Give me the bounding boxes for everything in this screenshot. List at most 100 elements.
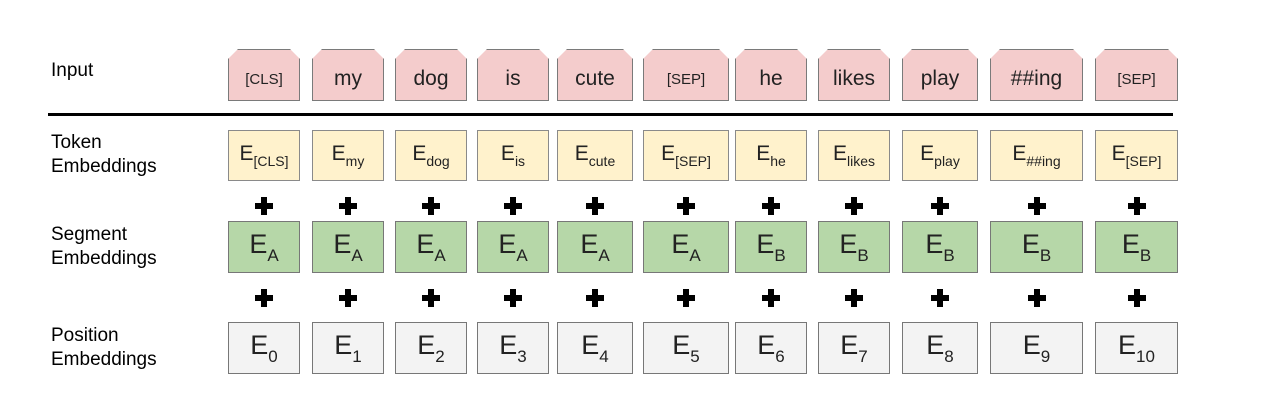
segment-embedding-label: EA <box>671 229 700 266</box>
embedding-symbol: E <box>926 329 945 360</box>
position-embedding-label: E8 <box>926 330 953 367</box>
embedding-symbol: E <box>334 329 353 360</box>
token-embedding-label: Eis <box>501 142 525 169</box>
input-token-text: ##ing <box>1010 67 1063 90</box>
input-token-text: is <box>505 67 521 90</box>
plus-icon-segment-position <box>845 289 863 307</box>
segment-embedding-label: EB <box>925 229 954 266</box>
plus-icon-token-segment <box>1128 197 1146 215</box>
position-embedding-box: E10 <box>1095 322 1178 374</box>
embedding-symbol: E <box>331 142 346 165</box>
embedding-symbol: E <box>500 142 515 165</box>
embedding-symbol: E <box>661 142 676 165</box>
input-token-text: cute <box>575 67 615 90</box>
embedding-symbol: E <box>417 329 436 360</box>
token-embedding-label: Eplay <box>920 142 960 169</box>
segment-embedding-label: EA <box>416 229 445 266</box>
position-embedding-label: E9 <box>1023 330 1050 367</box>
plus-icon-token-segment <box>1028 197 1046 215</box>
segment-embedding-box: EB <box>1095 221 1178 273</box>
input-token-box: cute <box>557 49 633 101</box>
input-token-text: [CLS] <box>245 70 283 88</box>
position-embedding-box: E8 <box>902 322 978 374</box>
input-token-text: likes <box>832 67 875 90</box>
position-embedding-box: E2 <box>395 322 467 374</box>
input-divider-line <box>48 113 1173 116</box>
row-label-token-embeddings: Token Embeddings <box>51 132 157 177</box>
input-token-box: [SEP] <box>643 49 729 101</box>
segment-embedding-label-subscript: A <box>598 245 610 265</box>
token-embedding-label-subscript: [SEP] <box>675 153 711 169</box>
token-embedding-label: Edog <box>412 142 449 169</box>
position-embedding-label-subscript: 7 <box>858 346 868 366</box>
embedding-symbol: E <box>1121 228 1140 259</box>
position-embedding-box: E6 <box>735 322 807 374</box>
embedding-symbol: E <box>1111 142 1126 165</box>
token-embedding-label: E[SEP] <box>661 142 711 169</box>
embedding-symbol: E <box>499 329 518 360</box>
segment-embedding-label-subscript: B <box>1039 245 1052 265</box>
plus-icon-token-segment <box>339 197 357 215</box>
segment-embedding-label: EA <box>333 229 362 266</box>
token-embedding-label-subscript: [CLS] <box>253 153 289 169</box>
position-embedding-label-subscript: 1 <box>352 346 362 366</box>
embedding-symbol: E <box>498 228 517 259</box>
embedding-symbol: E <box>757 329 776 360</box>
token-embedding-box: Eis <box>477 130 549 181</box>
token-embedding-box: Ecute <box>557 130 633 181</box>
segment-embedding-box: EA <box>395 221 467 273</box>
plus-icon-segment-position <box>339 289 357 307</box>
embedding-symbol: E <box>1012 142 1027 165</box>
segment-embedding-label: EB <box>839 229 868 266</box>
segment-embedding-box: EB <box>735 221 807 273</box>
input-token-text: my <box>334 67 362 90</box>
token-embedding-label: E##ing <box>1012 142 1060 169</box>
segment-embedding-label-subscript: A <box>267 245 279 265</box>
segment-embedding-label-subscript: B <box>857 245 869 265</box>
plus-icon-segment-position <box>1028 289 1046 307</box>
input-token-box: is <box>477 49 549 101</box>
position-embedding-label: E2 <box>417 330 444 367</box>
embedding-symbol: E <box>756 142 771 165</box>
position-embedding-label: E1 <box>334 330 361 367</box>
embedding-symbol: E <box>672 329 691 360</box>
input-token-box: play <box>902 49 978 101</box>
input-token-text: [SEP] <box>666 70 706 88</box>
embedding-symbol: E <box>920 142 935 165</box>
plus-icon-segment-position <box>1128 289 1146 307</box>
position-embedding-label-subscript: 3 <box>517 346 527 366</box>
input-token-text: play <box>920 67 960 90</box>
input-token-box: my <box>312 49 384 101</box>
plus-icon-token-segment <box>677 197 695 215</box>
embedding-symbol: E <box>756 228 775 259</box>
input-token-box: [CLS] <box>228 49 300 101</box>
plus-icon-token-segment <box>845 197 863 215</box>
plus-icon-token-segment <box>762 197 780 215</box>
token-embedding-box: E[CLS] <box>228 130 300 181</box>
segment-embedding-box: EA <box>228 221 300 273</box>
token-embedding-label-subscript: play <box>934 153 960 169</box>
position-embedding-box: E0 <box>228 322 300 374</box>
segment-embedding-box: EA <box>312 221 384 273</box>
input-token-box: dog <box>395 49 467 101</box>
embedding-symbol: E <box>671 228 690 259</box>
segment-embedding-box: EB <box>990 221 1083 273</box>
input-token-text: [SEP] <box>1117 70 1156 88</box>
plus-icon-segment-position <box>931 289 949 307</box>
input-token-box: [SEP] <box>1095 49 1178 101</box>
row-label-segment-embeddings: Segment Embeddings <box>51 224 157 269</box>
plus-icon-token-segment <box>255 197 273 215</box>
row-label-position-embeddings: Position Embeddings <box>51 325 157 370</box>
position-embedding-label: E5 <box>672 330 699 367</box>
position-embedding-label: E6 <box>757 330 784 367</box>
input-token-text: he <box>759 67 783 90</box>
segment-embedding-label-subscript: B <box>1139 245 1152 265</box>
position-embedding-box: E1 <box>312 322 384 374</box>
embedding-symbol: E <box>1021 228 1040 259</box>
position-embedding-label: E7 <box>840 330 867 367</box>
token-embedding-label: Ecute <box>575 142 615 169</box>
embedding-symbol: E <box>1022 329 1041 360</box>
token-embedding-box: Edog <box>395 130 467 181</box>
segment-embedding-label: EA <box>249 229 278 266</box>
plus-icon-token-segment <box>931 197 949 215</box>
